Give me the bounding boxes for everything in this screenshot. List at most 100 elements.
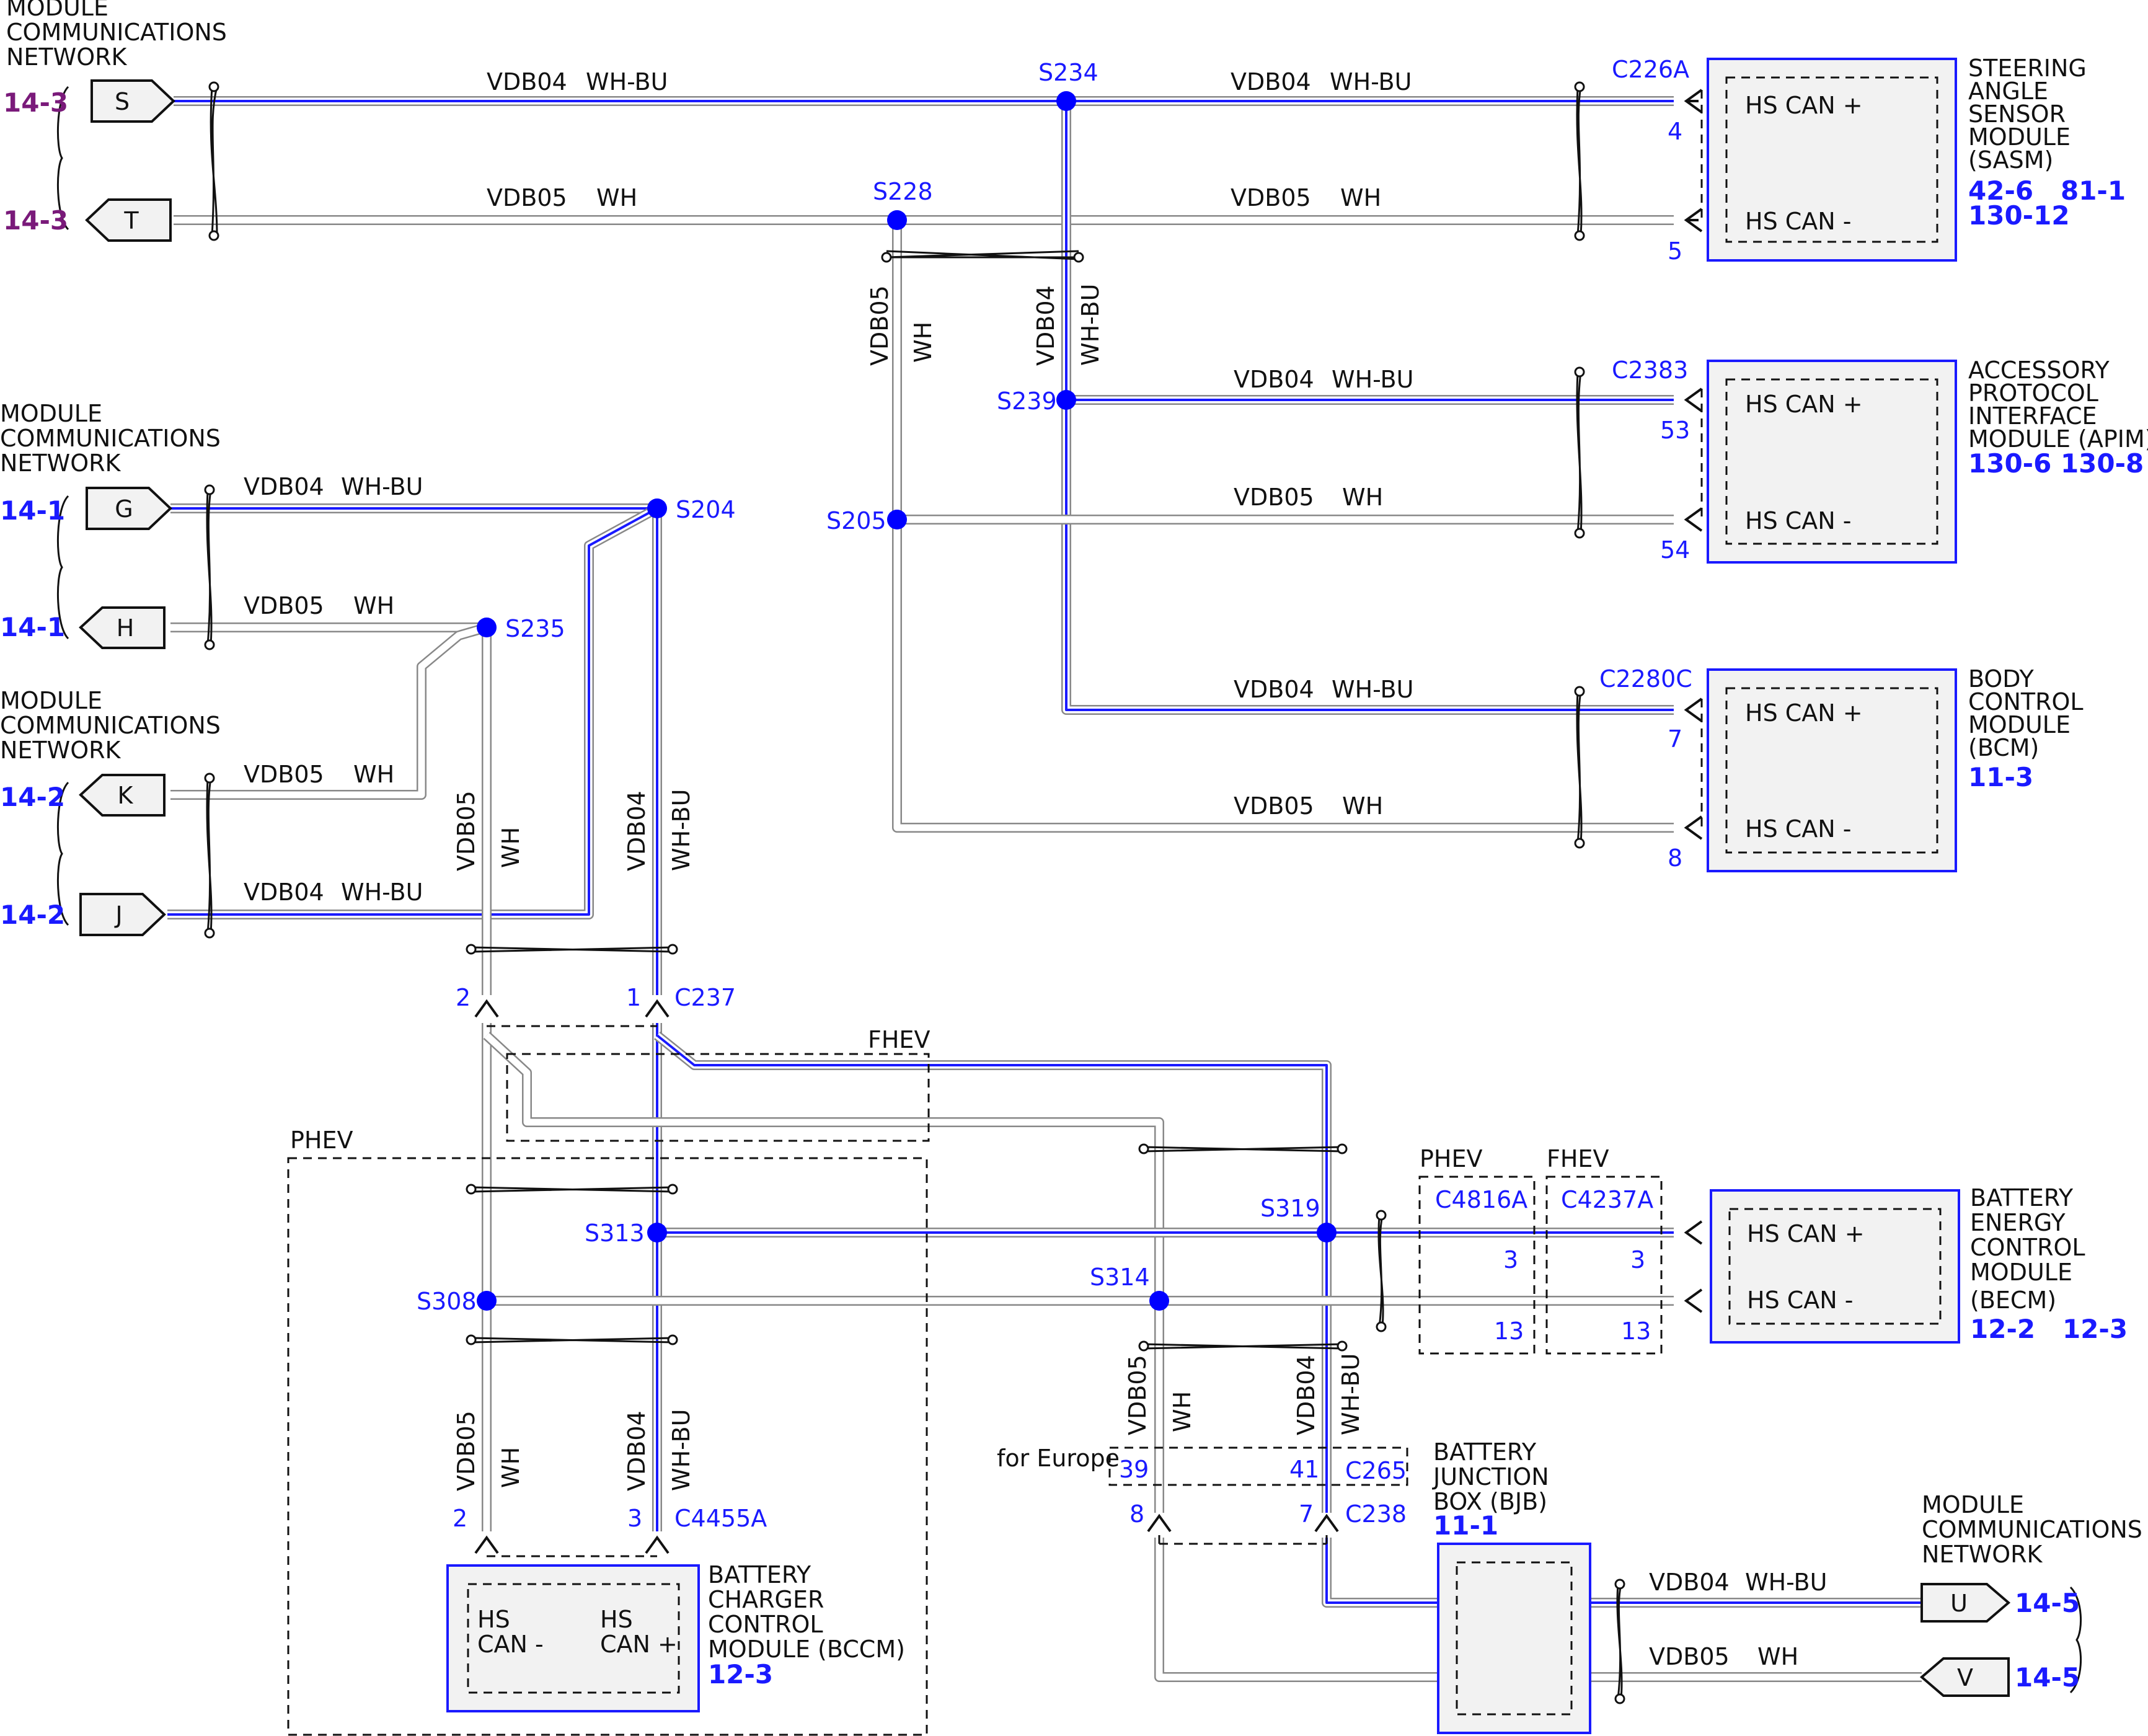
page-ref-v[interactable]: 14-5 [2015,1662,2080,1693]
svg-text:WH-BU: WH-BU [668,1409,695,1491]
page-ref-u[interactable]: 14-5 [2015,1588,2080,1618]
module-apim-name: ACCESSORY PROTOCOL INTERFACE MODULE (API… [1968,356,2148,479]
splice-s314 [1149,1291,1169,1311]
svg-text:VDB05: VDB05 [1234,792,1314,820]
svg-text:MODULE: MODULE [1922,1491,2024,1518]
page-ref-h[interactable]: 14-1 [0,612,65,642]
svg-text:CONTROL: CONTROL [708,1611,823,1638]
page-ref-t[interactable]: 14-3 [3,205,68,236]
svg-text:HS CAN +: HS CAN + [1745,699,1863,727]
page-ref-k[interactable]: 14-2 [0,782,65,812]
svg-text:VDB04: VDB04 [1293,1355,1320,1435]
svg-text:C4455A: C4455A [674,1505,767,1532]
svg-text:WH: WH [497,1447,524,1488]
svg-text:WH-BU: WH-BU [1332,676,1413,703]
svg-text:VDB04: VDB04 [1032,285,1059,366]
bjb-ref[interactable]: 11-1 [1433,1510,1498,1541]
svg-text:WH-BU: WH-BU [1337,1353,1364,1435]
terminal-h-shape [79,606,166,649]
terminal-h: H [117,614,135,642]
svg-text:HS CAN -: HS CAN - [1745,815,1852,843]
svg-text:ACCESSORY: ACCESSORY [1968,356,2110,384]
page-ref-j[interactable]: 14-2 [0,900,65,930]
svg-text:S239: S239 [997,388,1057,415]
svg-text:INTERFACE: INTERFACE [1968,402,2097,430]
svg-text:VDB04: VDB04 [623,790,650,871]
svg-text:MODULE (APIM): MODULE (APIM) [1968,425,2148,453]
terminal-j: J [114,901,122,929]
svg-text:VDB04: VDB04 [1234,676,1314,703]
svg-text:VDB04: VDB04 [1231,68,1311,95]
becm-ref[interactable]: 12-2 12-3 [1970,1314,2128,1344]
terminal-j-shape [79,893,166,936]
svg-text:WH: WH [596,184,637,211]
svg-text:WH: WH [1169,1391,1196,1432]
svg-text:4: 4 [1668,118,1682,145]
svg-text:ENERGY: ENERGY [1970,1209,2066,1236]
connector-labels: C226A C2383 C2280C C237 C4816A C4237A C4… [674,56,1692,1532]
svg-text:VDB04: VDB04 [244,879,324,906]
svg-text:53: 53 [1660,417,1690,444]
svg-text:BATTERY: BATTERY [708,1561,811,1588]
svg-text:HS CAN -: HS CAN - [1747,1286,1854,1314]
svg-text:WH-BU: WH-BU [586,68,668,95]
svg-text:7: 7 [1668,725,1682,753]
terminal-u: U [1950,1590,1968,1617]
svg-text:NETWORK: NETWORK [1922,1541,2043,1568]
splice-s234 [1056,91,1076,111]
terminal-s-shape [91,79,175,123]
apim-ref[interactable]: 130-6 130-8 [1968,448,2144,479]
svg-text:HS CAN -: HS CAN - [1745,208,1852,235]
wire-vdb05-fhev [483,1032,1164,1513]
svg-text:VDB04: VDB04 [1649,1569,1730,1596]
svg-text:JUNCTION: JUNCTION [1432,1463,1549,1490]
svg-text:2: 2 [453,1505,467,1532]
fhev-label-becm: FHEV [1547,1145,1609,1172]
svg-text:S319: S319 [1260,1195,1320,1222]
svg-text:MODULE: MODULE [0,687,102,714]
svg-text:39: 39 [1119,1456,1149,1483]
svg-text:MODULE: MODULE [6,0,108,21]
svg-text:WH-BU: WH-BU [1745,1569,1827,1596]
svg-text:CAN -: CAN - [477,1631,544,1658]
twist-ends [204,81,1625,1704]
phev-label-becm: PHEV [1420,1145,1483,1172]
terminal-tags [79,79,2011,1697]
sasm-ref-1[interactable]: 42-6 81-1 [1968,175,2126,206]
svg-text:2: 2 [456,984,471,1011]
svg-text:HS CAN +: HS CAN + [1745,92,1863,119]
svg-text:VDB05: VDB05 [1234,484,1314,511]
svg-text:MODULE: MODULE [0,400,102,427]
svg-text:8: 8 [1668,844,1682,872]
svg-text:S235: S235 [505,615,565,642]
splice-dots [477,91,1337,1311]
module-bcm-name: BODY CONTROL MODULE (BCM) 11-3 [1968,665,2084,792]
fhev-label-upper: FHEV [868,1026,930,1053]
wire-vdb04-bjb [1322,1538,1444,1608]
svg-text:COMMUNICATIONS: COMMUNICATIONS [0,425,221,452]
svg-text:3: 3 [627,1505,642,1532]
bcm-ref[interactable]: 11-3 [1968,762,2033,792]
svg-text:VDB05: VDB05 [1124,1355,1151,1435]
svg-text:PROTOCOL: PROTOCOL [1968,379,2098,407]
phev-label-lower: PHEV [290,1127,353,1154]
sasm-box [1707,58,1957,262]
terminal-g: G [115,495,133,523]
bccm-ref[interactable]: 12-3 [708,1659,773,1690]
svg-text:C4816A: C4816A [1435,1186,1527,1213]
svg-text:13: 13 [1621,1318,1651,1345]
page-ref-g[interactable]: 14-1 [0,495,65,526]
svg-text:SENSOR: SENSOR [1968,100,2066,128]
svg-text:CHARGER: CHARGER [708,1586,824,1613]
svg-text:WH: WH [1340,184,1381,211]
wire-traces [167,96,1922,1682]
svg-text:CONTROL: CONTROL [1970,1234,2085,1261]
sasm-ref-2[interactable]: 130-12 [1968,200,2070,231]
wire-vdb04-fhev [654,1031,1332,1513]
svg-text:ANGLE: ANGLE [1968,78,2048,105]
svg-text:S205: S205 [826,507,886,534]
page-ref-s[interactable]: 14-3 [3,87,68,118]
svg-text:3: 3 [1503,1246,1518,1273]
module-bccm-name: BATTERY CHARGER CONTROL MODULE (BCCM) 12… [708,1561,905,1690]
